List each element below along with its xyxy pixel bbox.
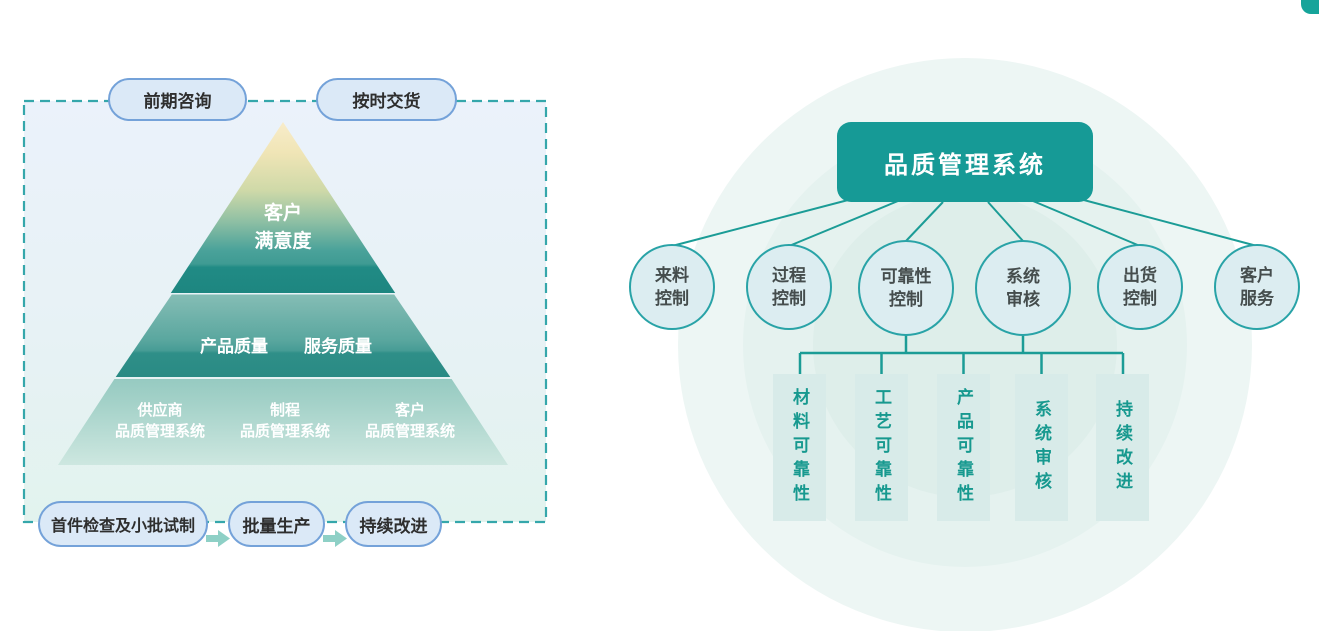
pill-on-time-delivery-label: 按时交货 [352,92,421,111]
pill-mass-production-label: 批量生产 [242,516,311,536]
tier2-product-quality: 产品质量 [200,337,268,356]
pill-pre-consulting-label: 前期咨询 [143,92,212,111]
qms-root-label: 品质管理系统 [884,151,1046,179]
pyramid-tier2-labels: 产品质量 服务质量 [146,332,426,357]
bar-product-reliability-label: 产品可靠性 [954,387,973,508]
bar-system-audit-label: 系统审核 [1032,399,1051,496]
qms-root-box: 品质管理系统 [837,122,1093,202]
bar-continuous-improvement: 持续改进 [1096,374,1149,521]
tier3-supplier-qms: 供应商 品质管理系统 [114,402,205,440]
bar-continuous-improvement-label: 持续改进 [1113,399,1132,496]
connector-tree [798,335,1125,374]
flow-arrow-icon [323,530,347,547]
node-customer-service: 客户 服务 [1214,244,1300,330]
node-process-control: 过程 控制 [746,244,832,330]
tier3-process-qms: 制程 品质管理系统 [239,402,330,440]
bar-process-reliability: 工艺可靠性 [855,374,908,521]
bar-system-audit: 系统审核 [1015,374,1068,521]
tier3-customer-qms: 客户 品质管理系统 [364,402,455,440]
node-reliability-control: 可靠性 控制 [858,240,954,336]
pill-first-article-trial-label: 首件检查及小批试制 [50,518,195,535]
corner-decoration [1301,0,1319,14]
pill-on-time-delivery: 按时交货 [316,78,457,121]
pyramid-tier2-shape [115,294,451,377]
tier2-service-quality: 服务质量 [304,337,372,356]
node-shipment-control: 出货 控制 [1097,244,1183,330]
flow-arrow-icon [206,530,230,547]
bar-material-reliability-label: 材料可靠性 [790,387,809,508]
bar-process-reliability-label: 工艺可靠性 [872,387,891,508]
pyramid-tier1-shape [170,122,396,293]
node-incoming-control: 来料 控制 [629,244,715,330]
bar-material-reliability: 材料可靠性 [773,374,826,521]
pill-pre-consulting: 前期咨询 [108,78,247,121]
bar-product-reliability: 产品可靠性 [937,374,990,521]
pyramid-tier1-label: 客户 满意度 [254,203,312,252]
fan-lines [671,198,1258,247]
pill-mass-production: 批量生产 [228,501,325,547]
pill-first-article-trial: 首件检查及小批试制 [38,501,208,547]
pyramid-tier3-shape [58,379,508,465]
pill-continuous-improvement-label: 持续改进 [359,516,428,536]
pill-continuous-improvement: 持续改进 [345,501,442,547]
node-system-audit: 系统 审核 [975,240,1071,336]
